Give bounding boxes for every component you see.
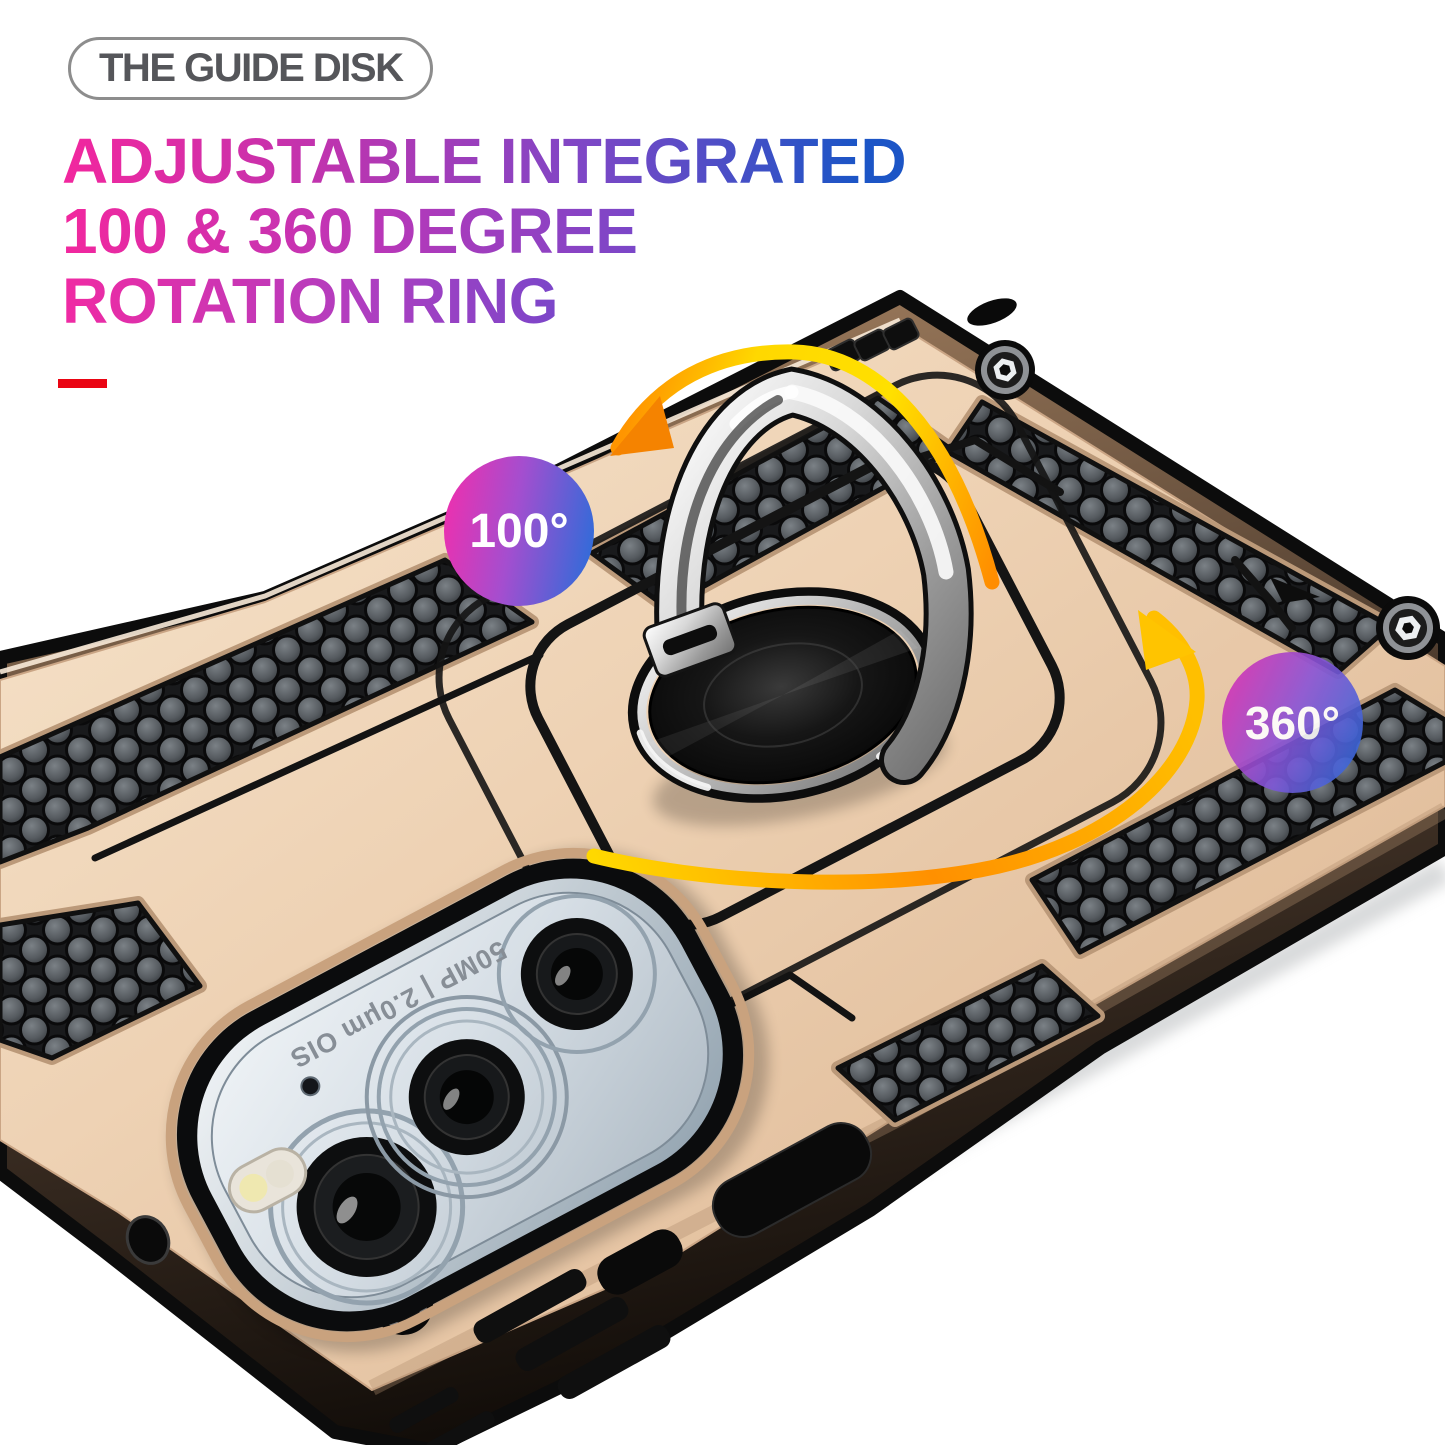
rotation-arrow-tilt [610, 344, 1000, 590]
tilt-angle-badge: 100° [444, 456, 594, 606]
camera-lens-tele [496, 893, 657, 1054]
camera-lens-main [364, 995, 569, 1200]
headline-line-1: ADJUSTABLE INTEGRATED [62, 125, 907, 197]
edge-bevel-highlight [0, 317, 901, 675]
tag-label: THE GUIDE DISK [99, 46, 404, 90]
ring-hinge [642, 602, 738, 678]
groove-wedge [1270, 577, 1320, 603]
ring-stand [642, 366, 974, 785]
tilt-angle-value: 100° [469, 504, 569, 558]
side-buttons [125, 298, 1017, 1445]
headline-line-2: 100 & 360 DEGREE [62, 195, 638, 267]
headline: ADJUSTABLE INTEGRATED 100 & 360 DEGREE R… [62, 125, 907, 337]
headline-line-3: ROTATION RING [62, 265, 558, 337]
camera-island: 50MP | 2.0μm OIS [165, 847, 769, 1353]
camera-flash [227, 1147, 308, 1214]
tag-pill: THE GUIDE DISK [68, 37, 434, 100]
spin-angle-value: 360° [1244, 696, 1341, 749]
spin-angle-badge: 360° [1222, 652, 1363, 793]
accent-bar [58, 379, 107, 388]
camera-mic-dot [300, 1076, 321, 1097]
rotation-arrow-spin [586, 610, 1205, 890]
